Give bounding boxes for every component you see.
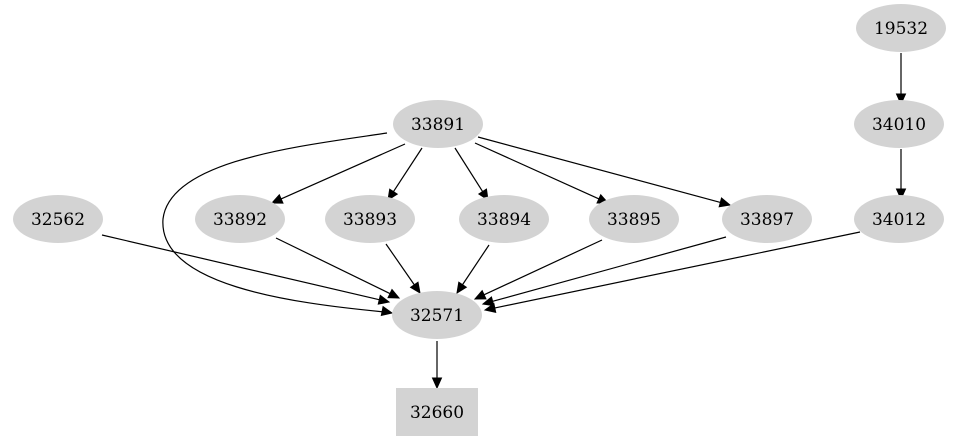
edge-19532-to-34010 xyxy=(895,53,907,106)
edge-line xyxy=(461,244,490,286)
node-33895[interactable]: 33895 xyxy=(589,195,679,243)
edge-line xyxy=(162,132,388,313)
node-ellipse xyxy=(195,195,285,243)
node-label: 34010 xyxy=(872,115,926,135)
edge-33897-to-32571 xyxy=(481,236,727,307)
node-label: 33894 xyxy=(477,210,531,230)
node-label: 33891 xyxy=(411,115,465,135)
node-label: 33897 xyxy=(740,210,794,230)
nodes-layer: 19532 34010 33891 34012 32562 33892 33893 33894… xyxy=(13,4,946,436)
node-label: 32660 xyxy=(410,403,464,423)
node-ellipse xyxy=(856,4,946,52)
edge-line xyxy=(477,136,722,204)
edge-32571-to-32660 xyxy=(431,341,443,390)
edge-line xyxy=(493,231,861,309)
edge-33893-to-32571 xyxy=(385,243,421,295)
edge-33891-to-32571 xyxy=(162,132,394,317)
node-32660[interactable]: 32660 xyxy=(396,388,478,436)
edge-32562-to-32571 xyxy=(101,234,391,305)
node-ellipse xyxy=(392,291,482,339)
node-label: 32562 xyxy=(31,210,85,230)
edge-33891-to-33897 xyxy=(477,136,732,208)
edge-arrowhead xyxy=(895,93,907,106)
edge-arrowhead xyxy=(380,305,394,317)
edge-line xyxy=(454,147,484,193)
edge-arrowhead xyxy=(270,193,284,204)
node-label: 33893 xyxy=(343,210,397,230)
node-ellipse xyxy=(722,195,812,243)
edge-arrowhead xyxy=(431,377,443,390)
node-ellipse xyxy=(459,195,549,243)
node-ellipse xyxy=(325,195,415,243)
node-box xyxy=(396,388,478,436)
edge-34010-to-34012 xyxy=(895,149,907,201)
node-32562[interactable]: 32562 xyxy=(13,195,103,243)
node-34010[interactable]: 34010 xyxy=(854,100,944,148)
edge-arrowhead xyxy=(718,197,732,208)
node-ellipse xyxy=(13,195,103,243)
node-label: 32571 xyxy=(410,306,464,326)
edge-line xyxy=(392,147,423,193)
node-label: 33892 xyxy=(213,210,267,230)
node-32571[interactable]: 32571 xyxy=(392,291,482,339)
node-ellipse xyxy=(393,100,483,148)
edge-33891-to-33893 xyxy=(387,147,423,202)
node-19532[interactable]: 19532 xyxy=(856,4,946,52)
edge-line xyxy=(474,142,601,200)
edge-arrowhead xyxy=(409,281,421,295)
edge-arrowhead xyxy=(483,302,497,314)
edge-line xyxy=(482,239,603,296)
node-ellipse xyxy=(854,195,944,243)
edge-33891-to-33895 xyxy=(474,142,610,204)
node-33893[interactable]: 33893 xyxy=(325,195,415,243)
edge-line xyxy=(279,143,406,200)
edge-arrowhead xyxy=(473,289,487,300)
node-label: 33895 xyxy=(607,210,661,230)
edge-33894-to-32571 xyxy=(456,244,490,295)
edge-33892-to-32571 xyxy=(275,237,401,299)
edge-line xyxy=(385,243,416,286)
node-label: 34012 xyxy=(872,210,926,230)
edge-arrowhead xyxy=(456,281,468,295)
node-34012[interactable]: 34012 xyxy=(854,195,944,243)
edge-arrowhead xyxy=(377,294,391,305)
edge-arrowhead xyxy=(387,288,401,299)
edges-layer xyxy=(101,53,907,390)
node-33891[interactable]: 33891 xyxy=(393,100,483,148)
edge-33895-to-32571 xyxy=(473,239,603,300)
node-33892[interactable]: 33892 xyxy=(195,195,285,243)
edge-line xyxy=(101,234,381,301)
edge-33891-to-33892 xyxy=(270,143,406,204)
node-label: 19532 xyxy=(874,19,928,39)
edge-line xyxy=(491,236,727,303)
edge-arrowhead xyxy=(895,188,907,201)
node-33897[interactable]: 33897 xyxy=(722,195,812,243)
node-ellipse xyxy=(589,195,679,243)
edge-arrowhead xyxy=(387,188,399,202)
node-ellipse xyxy=(854,100,944,148)
edge-34012-to-32571 xyxy=(483,231,861,314)
edge-arrowhead xyxy=(481,296,495,307)
edge-line xyxy=(275,237,392,295)
node-33894[interactable]: 33894 xyxy=(459,195,549,243)
edge-33891-to-33894 xyxy=(454,147,489,202)
